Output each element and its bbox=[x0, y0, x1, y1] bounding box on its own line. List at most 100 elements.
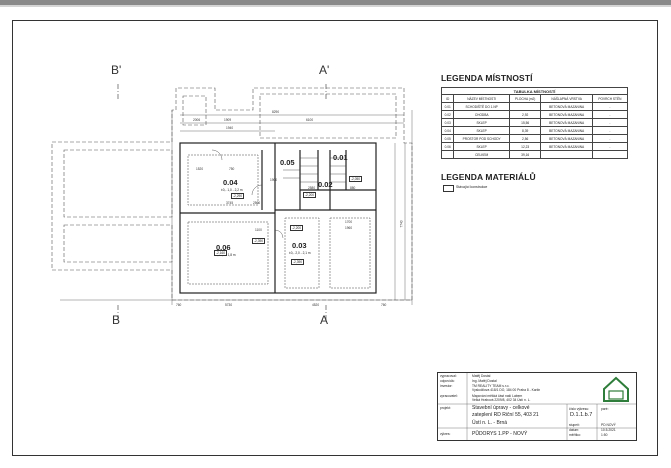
tb-label: vypracoval: bbox=[440, 374, 457, 378]
room-label-0-02: 0.02 bbox=[318, 180, 333, 189]
window-top-bar bbox=[0, 0, 671, 5]
tb-label: paré: bbox=[601, 407, 609, 411]
table-cell bbox=[540, 150, 593, 159]
dim-label: 2006 bbox=[193, 118, 201, 122]
table-cell: - bbox=[591, 142, 629, 151]
dim-label: 1940 bbox=[226, 126, 234, 130]
table-cell: 8,39 bbox=[508, 126, 542, 135]
table-cell bbox=[591, 150, 629, 159]
table-cell: - bbox=[591, 126, 629, 135]
room-label-0-01: 0.01 bbox=[333, 153, 348, 162]
dim-label: 760 bbox=[381, 303, 387, 307]
tb-value: Matěj Dostal bbox=[472, 374, 491, 378]
dim-label: 1900 bbox=[270, 178, 278, 182]
dim-label: 3745 bbox=[226, 201, 234, 205]
level-box: -2,390 bbox=[291, 259, 305, 265]
dim-label: 5730 bbox=[225, 303, 233, 307]
dim-label: 1520 bbox=[196, 167, 204, 171]
table-cell: 0.04 bbox=[440, 126, 455, 135]
section-label-a-top: A' bbox=[319, 63, 330, 77]
tb-label: číslo výkresu: bbox=[569, 407, 589, 411]
tb-value: 1:50 bbox=[601, 433, 608, 437]
rooms-table-header: NÁZEV MÍSTNOSTI bbox=[453, 94, 510, 103]
tb-value: PD NOVÝ bbox=[601, 423, 616, 427]
table-cell: 15,56 bbox=[508, 118, 542, 127]
level-box: -2,290 bbox=[231, 193, 245, 199]
dim-label: 1909 bbox=[224, 118, 232, 122]
dim-label: 1960 bbox=[345, 226, 353, 230]
rooms-table-header: ID bbox=[440, 94, 455, 103]
table-cell: CHODBA bbox=[453, 110, 510, 119]
table-cell: 0.05 bbox=[440, 134, 455, 143]
house-logo-icon bbox=[603, 376, 629, 402]
tb-value: Ing. Matěj Dostal bbox=[472, 379, 497, 383]
table-cell: 12,23 bbox=[508, 142, 542, 151]
dim-label: 1700 bbox=[345, 220, 353, 224]
tb-value: Velká Hrabová 2209/8, 402 34 Ústí n. L. bbox=[472, 398, 531, 402]
table-cell: 0.02 bbox=[440, 110, 455, 119]
tb-label: zpracovatel: bbox=[440, 394, 458, 398]
tb-project-line: zateplení RD Riční 55, 403 21 bbox=[472, 412, 539, 418]
window-top-border bbox=[0, 5, 671, 7]
rooms-table: TABULKA MÍSTNOSTÍ ID NÁZEV MÍSTNOSTI PLO… bbox=[440, 87, 629, 159]
dim-label: 6100 bbox=[306, 118, 314, 122]
tb-value: Vyskočilova 418/1 DO, 184 00 Praha 8 - K… bbox=[472, 388, 541, 392]
tb-drawing-name: PŮDORYS 1.PP - NOVÝ bbox=[472, 431, 528, 437]
tb-label: odpovídá: bbox=[440, 379, 455, 383]
room-sub-0-03: ±0,- 2,0 - 2,1 m bbox=[289, 251, 311, 255]
dim-label: 880 bbox=[350, 186, 356, 190]
table-cell: 39,16 bbox=[508, 150, 542, 159]
table-cell: 0.01 bbox=[440, 102, 455, 111]
section-label-a-bottom: A bbox=[320, 313, 329, 327]
tb-label: investor: bbox=[440, 384, 453, 388]
room-label-0-03: 0.03 bbox=[292, 241, 307, 250]
tb-label: projekt: bbox=[440, 406, 451, 410]
table-cell bbox=[508, 102, 542, 111]
table-cell: SCHODIŠTĚ DO 1.NP bbox=[453, 102, 510, 111]
tb-label: měřítko: bbox=[569, 433, 581, 437]
table-cell: PROSTOR POD SCHODY bbox=[453, 134, 510, 143]
rooms-legend-title: LEGENDA MÍSTNOSTÍ bbox=[441, 73, 533, 83]
section-label-b-bottom: B bbox=[112, 313, 121, 327]
table-cell: - bbox=[591, 110, 629, 119]
tb-label: stupeň: bbox=[569, 423, 580, 427]
dim-label: 7740 bbox=[399, 220, 404, 228]
level-box: -2,200 bbox=[290, 225, 304, 231]
table-cell: 0.06 bbox=[440, 142, 455, 151]
level-box: -2,050 bbox=[349, 176, 363, 182]
table-cell: 0.03 bbox=[440, 118, 455, 127]
tb-project-line: Stavební úpravy - celkové bbox=[472, 405, 530, 411]
table-cell: 2,56 bbox=[508, 134, 542, 143]
title-block: vypracoval: Matěj Dostal odpovídá: Ing. … bbox=[437, 372, 637, 441]
table-cell: BETONOVÁ MAZANINA bbox=[540, 118, 593, 127]
tb-label: datum: bbox=[569, 428, 580, 432]
table-cell: BETONOVÁ MAZANINA bbox=[540, 142, 593, 151]
table-cell: CELKEM bbox=[453, 150, 510, 159]
dim-label: 750 bbox=[229, 167, 235, 171]
dim-label: 8290 bbox=[272, 110, 280, 114]
level-box: -2,200 bbox=[303, 192, 317, 198]
table-cell: BETONOVÁ MAZANINA bbox=[540, 134, 593, 143]
material-label: Stávající konstrukce bbox=[456, 185, 488, 189]
room-label-0-06: 0.06 bbox=[216, 243, 231, 252]
dim-label: 4520 bbox=[312, 303, 320, 307]
tb-value: TM REALITY TEAM s.r.o. bbox=[472, 384, 510, 388]
table-cell: 2,92 bbox=[508, 110, 542, 119]
room-sub-0-04: ±0,- 1,0 - 2,2 m bbox=[221, 188, 243, 192]
level-box: -2,160 bbox=[214, 250, 228, 256]
section-label-b-top: B' bbox=[111, 63, 122, 77]
tb-label: výkres: bbox=[440, 432, 451, 436]
table-cell bbox=[440, 150, 455, 159]
tb-project-line: Ústí n. L. - Brná bbox=[472, 420, 508, 426]
rooms-table-caption: TABULKA MÍSTNOSTÍ bbox=[441, 87, 628, 95]
table-cell: BETONOVÁ MAZANINA bbox=[540, 102, 593, 111]
dim-label: 2580 bbox=[308, 186, 316, 190]
rooms-table-header: POVRCH STĚN bbox=[591, 94, 629, 103]
